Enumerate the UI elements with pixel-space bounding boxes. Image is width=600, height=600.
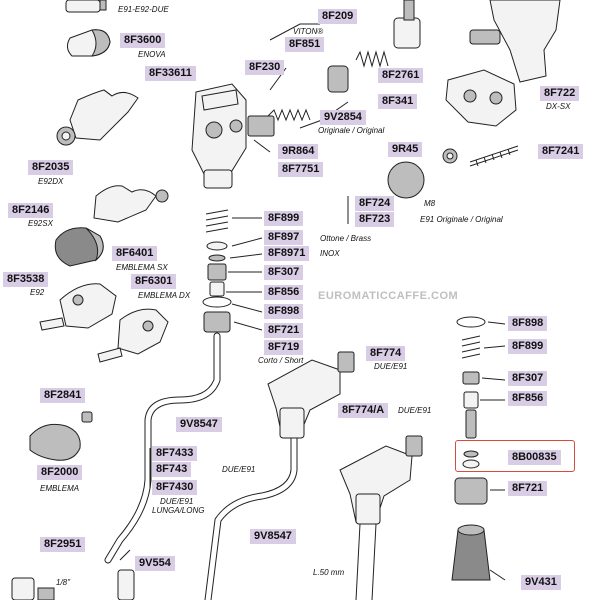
- label-8f8971[interactable]: 8F8971: [264, 246, 310, 261]
- label-8f851[interactable]: 8F851: [285, 37, 325, 52]
- part-8f230-seal: [327, 65, 349, 93]
- caption-e92dx: E92DX: [38, 177, 64, 186]
- label-9v554[interactable]: 9V554: [135, 556, 175, 571]
- label-8f856-b[interactable]: 8F856: [508, 391, 548, 406]
- label-8f209[interactable]: 8F209: [318, 9, 358, 24]
- part-8f722-body: [445, 69, 517, 127]
- label-8f6401[interactable]: 8F6401: [112, 246, 158, 261]
- label-8f307-b[interactable]: 8F307: [508, 371, 548, 386]
- label-8f6301[interactable]: 8F6301: [131, 274, 177, 289]
- label-8f774[interactable]: 8F774: [366, 346, 406, 361]
- part-8f2146-lever: [93, 185, 169, 223]
- caption-eighth-inch: 1/8": [56, 578, 70, 587]
- caption-corto-short: Corto / Short: [258, 356, 304, 365]
- label-8f722[interactable]: 8F722: [540, 86, 580, 101]
- caption-e91-originale: E91 Originale / Original: [420, 215, 503, 224]
- label-8f898-a[interactable]: 8F898: [264, 304, 304, 319]
- caption-due-e91-3: DUE/E91: [222, 465, 256, 474]
- label-8f774a[interactable]: 8F774/A: [338, 403, 389, 418]
- part-8f2761-spring: [355, 50, 389, 68]
- label-8f3600[interactable]: 8F3600: [120, 33, 166, 48]
- label-8f341[interactable]: 8F341: [378, 94, 418, 109]
- label-8f2841[interactable]: 8F2841: [40, 388, 86, 403]
- label-8f899-a[interactable]: 8F899: [264, 211, 304, 226]
- label-8f3538[interactable]: 8F3538: [3, 272, 49, 287]
- part-8f3538-knob: [54, 227, 104, 267]
- label-8f2146[interactable]: 8F2146: [8, 203, 54, 218]
- label-8f719[interactable]: 8F719: [264, 340, 304, 355]
- label-8f7241[interactable]: 8F7241: [538, 144, 584, 159]
- caption-viton: VITON®: [293, 27, 324, 36]
- label-8f7751[interactable]: 8F7751: [278, 162, 324, 177]
- caption-enova: ENOVA: [138, 50, 166, 59]
- caption-due-e91-2: DUE/E91: [398, 406, 432, 415]
- label-8f7433[interactable]: 8F7433: [152, 446, 198, 461]
- label-8f724[interactable]: 8F724: [355, 196, 395, 211]
- part-8f774-tee: [267, 351, 355, 439]
- label-8f230[interactable]: 8F230: [245, 60, 285, 75]
- label-9r45[interactable]: 9R45: [388, 142, 423, 157]
- label-8f7430[interactable]: 8F7430: [152, 480, 198, 495]
- caption-lunga-long: LUNGA/LONG: [152, 506, 205, 515]
- label-9v431[interactable]: 9V431: [521, 575, 561, 590]
- caption-emblema-sx: EMBLEMA SX: [116, 263, 168, 272]
- part-right-column-stack: [451, 316, 491, 581]
- part-top-right-valve: [469, 0, 561, 83]
- caption-due-e91-1: DUE/E91: [374, 362, 408, 371]
- caption-due-e91-lunga: DUE/E91: [160, 497, 194, 506]
- part-8f3600-knob: [66, 29, 111, 57]
- label-8f2035[interactable]: 8F2035: [28, 160, 74, 175]
- label-8f721-a[interactable]: 8F721: [264, 323, 304, 338]
- part-8f6301-lever: [97, 308, 169, 363]
- caption-emblema-dx: EMBLEMA DX: [138, 291, 191, 300]
- label-8f2951[interactable]: 8F2951: [40, 537, 86, 552]
- label-8f897[interactable]: 8F897: [264, 230, 304, 245]
- leader-lines: [119, 23, 506, 581]
- part-8f2841-nut: [81, 411, 93, 423]
- highlight-box-8b00835: [455, 440, 575, 472]
- caption-e92: E92: [30, 288, 45, 297]
- label-8f2000[interactable]: 8F2000: [37, 465, 83, 480]
- label-8f721-b[interactable]: 8F721: [508, 481, 548, 496]
- label-8f2761[interactable]: 8F2761: [378, 68, 424, 83]
- part-e92-lever: [39, 283, 117, 331]
- caption-emblema: EMBLEMA: [40, 484, 80, 493]
- part-8f33611-lever: [56, 89, 139, 146]
- part-stem-spring: [267, 108, 311, 122]
- label-8f307-a[interactable]: 8F307: [264, 265, 304, 280]
- part-9v8547-tube-mid: [204, 416, 298, 600]
- label-9v2854[interactable]: 9V2854: [320, 110, 366, 125]
- part-8f724-ball: [347, 161, 425, 224]
- label-8f856-a[interactable]: 8F856: [264, 285, 304, 300]
- label-8f898-b[interactable]: 8F898: [508, 316, 548, 331]
- label-9v8547-a[interactable]: 9V8547: [176, 417, 222, 432]
- label-9r864[interactable]: 9R864: [278, 144, 319, 159]
- caption-l50mm: L.50 mm: [313, 568, 345, 577]
- part-9r45-nut: [442, 148, 458, 164]
- part-bottom-left-fittings: [11, 569, 135, 600]
- part-8f2000-emblem: [29, 423, 81, 461]
- caption-dx-sx: DX-SX: [546, 102, 571, 111]
- part-top-left-fitting: [65, 0, 107, 13]
- caption-ottone-brass: Ottone / Brass: [320, 234, 372, 243]
- caption-e91-e92-due: E91-E92-DUE: [118, 5, 169, 14]
- label-8b00835[interactable]: 8B00835: [508, 450, 561, 465]
- part-8f7751-valve-body: [191, 83, 275, 189]
- label-8f33611[interactable]: 8F33611: [145, 66, 196, 81]
- label-8f723[interactable]: 8F723: [355, 212, 395, 227]
- label-9v8547-b[interactable]: 9V8547: [250, 529, 296, 544]
- caption-e92sx: E92SX: [28, 219, 53, 228]
- part-8f774a-tee: [339, 435, 423, 600]
- caption-m8: M8: [424, 199, 436, 208]
- part-8f209-fitting: [393, 0, 421, 49]
- caption-inox: INOX: [320, 249, 340, 258]
- part-left-spring-stack: [202, 209, 232, 333]
- label-8f743[interactable]: 8F743: [152, 462, 192, 477]
- part-8f7241-screw: [469, 145, 519, 167]
- caption-originale-original: Originale / Original: [318, 126, 385, 135]
- label-8f899-b[interactable]: 8F899: [508, 339, 548, 354]
- watermark: EUROMATICCAFFE.COM: [318, 290, 459, 302]
